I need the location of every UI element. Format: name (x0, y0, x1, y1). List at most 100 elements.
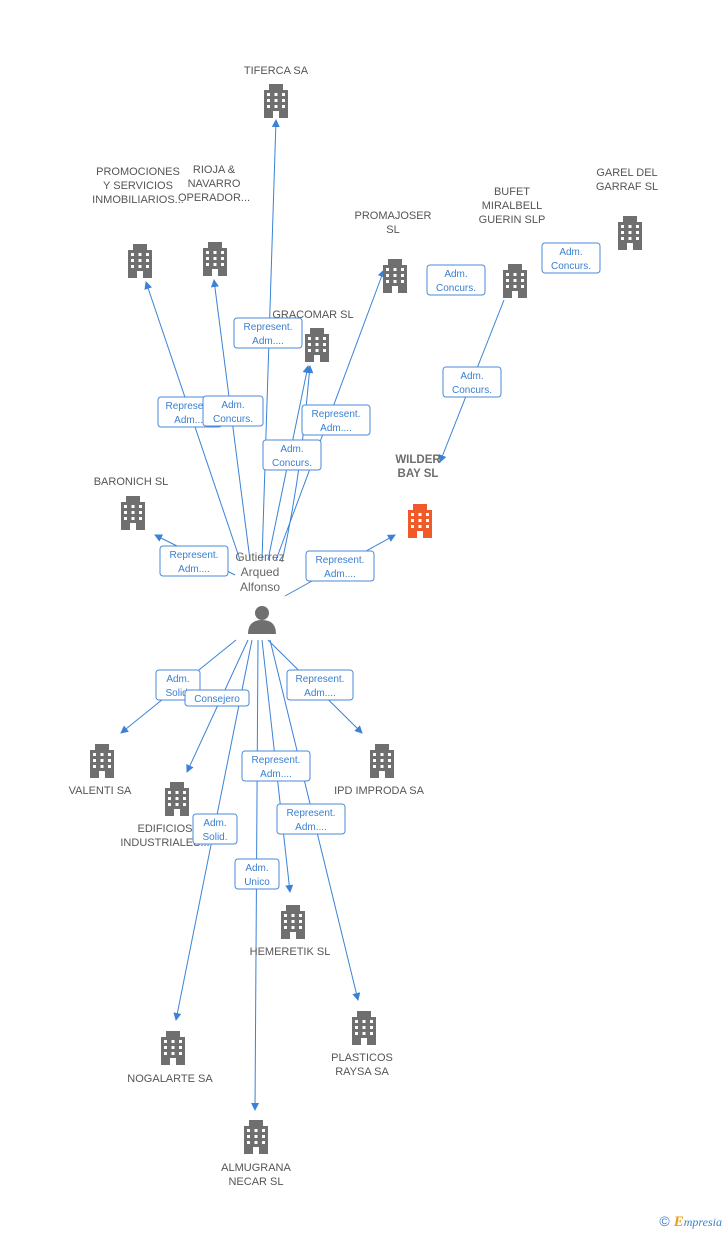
edge-label-e-almugrana[interactable]: Adm.Unico (234, 858, 280, 890)
edge-label-box (286, 669, 354, 701)
edge-label-box (426, 264, 486, 296)
company-label: SL (386, 224, 399, 236)
edge-label-text: Represent. (252, 755, 301, 766)
edge-label-e-hemeretik-a[interactable]: Represent. Adm.... (241, 750, 311, 782)
edge-label-e-plasticos[interactable]: Represent. Adm.... (276, 803, 346, 835)
company-label: WILDER (395, 454, 441, 466)
edge-label-text: Adm. (559, 247, 582, 258)
company-label: VALENTI SA (69, 785, 132, 797)
company-label: OPERADOR... (178, 192, 250, 204)
company-label: MIRALBELL (482, 200, 543, 212)
person-label: Arqued (241, 565, 280, 579)
edge-label-e-bufet-1[interactable]: Adm. Concurs. (426, 264, 486, 296)
edge-labels-layer: Represent. Adm.... Represent. Adm.... Adm. Co… (155, 242, 601, 890)
company-node-ipd[interactable]: IPD IMPRODA SA (334, 744, 425, 797)
edge-label-text: Represent. (170, 550, 219, 561)
edge-label-text: Represent. (316, 555, 365, 566)
company-node-bufet[interactable]: BUFET MIRALBELL GUERIN SLP (479, 186, 546, 298)
edge-label-text: Concurs. (551, 261, 591, 272)
edge-label-text: Solid. (202, 832, 227, 843)
building-icon (264, 84, 288, 118)
company-node-promajoser[interactable]: PROMAJOSER SL (354, 210, 432, 293)
building-icon (618, 216, 642, 250)
building-icon (161, 1031, 185, 1065)
company-label: ALMUGRANA (221, 1162, 291, 1174)
building-icon (408, 504, 432, 538)
edge-label-box (234, 858, 280, 890)
edge-label-text: Adm.... (320, 423, 352, 434)
edge-label-e-edificios-consejero[interactable]: Consejero (184, 689, 250, 707)
brand-footer[interactable]: ©Empresia (659, 1213, 722, 1231)
edge-label-e-baronich[interactable]: Represent. Adm.... (159, 545, 229, 577)
edge-label-text: Adm.... (260, 769, 292, 780)
edge-label-text: Adm. (280, 444, 303, 455)
edge-label-e-nogalarte[interactable]: Adm. Solid. (192, 813, 238, 845)
edge-label-e-ipd[interactable]: Represent.Adm.... (286, 669, 354, 701)
company-label: NOGALARTE SA (127, 1073, 213, 1085)
building-icon (121, 496, 145, 530)
company-node-rioja[interactable]: RIOJA &NAVARROOPERADOR... (178, 164, 250, 276)
edge-label-box (184, 689, 250, 707)
copyright-symbol: © (659, 1213, 670, 1229)
edge-label-e-wilder[interactable]: Represent.Adm.... (305, 550, 375, 582)
person-icon-body (248, 620, 276, 634)
edge-label-e-gracomar-b[interactable]: Adm. Concurs. (262, 439, 322, 471)
edge-label-box (276, 803, 346, 835)
edge-label-box (241, 750, 311, 782)
building-icon (244, 1120, 268, 1154)
edge-label-text: Represent. (287, 808, 336, 819)
edge-label-text: Adm. (221, 400, 244, 411)
edge-label-e-rioja[interactable]: Adm.Concurs. (202, 395, 264, 427)
edge-label-box (202, 395, 264, 427)
company-label: BAY SL (398, 468, 439, 480)
edge-label-text: Adm. (203, 818, 226, 829)
person-label: Alfonso (240, 580, 280, 594)
company-node-baronich[interactable]: BARONICH SL (94, 476, 169, 530)
company-label: NECAR SL (228, 1176, 283, 1188)
company-label: INMOBILIARIOS... (92, 194, 184, 206)
company-node-almugrana[interactable]: ALMUGRANA NECAR SL (221, 1120, 291, 1188)
company-node-wilder[interactable]: WILDER BAY SL (395, 454, 441, 538)
company-label: BUFET (494, 186, 530, 198)
company-node-tiferca[interactable]: TIFERCA SA (244, 65, 309, 118)
company-node-valenti[interactable]: VALENTI SA (69, 744, 132, 797)
person-label: Gutierrez (235, 550, 284, 564)
company-label: IPD IMPRODA SA (334, 785, 425, 797)
edge-label-box (159, 545, 229, 577)
edge-label-e-bufet-2[interactable]: Adm. Concurs. (541, 242, 601, 274)
edge-label-e-bufet-wilder[interactable]: Adm.Concurs. (442, 366, 502, 398)
company-node-nogalarte[interactable]: NOGALARTE SA (127, 1031, 213, 1085)
edge-label-text: Adm. (166, 674, 189, 685)
brand-initial: E (673, 1214, 684, 1230)
edge-label-text: Adm.... (295, 822, 327, 833)
building-icon (352, 1011, 376, 1045)
company-label: GUERIN SLP (479, 214, 546, 226)
company-label: EDIFICIOS (137, 823, 192, 835)
brand-name: mpresia (683, 1215, 722, 1229)
company-label: GAREL DEL (596, 167, 657, 179)
building-icon (90, 744, 114, 778)
edge-label-text: Concurs. (272, 458, 312, 469)
edge-label-text: Adm.... (252, 336, 284, 347)
company-label: PROMAJOSER (354, 210, 431, 222)
company-node-hemeretik[interactable]: HEMERETIK SL (250, 905, 331, 958)
edge-label-text: Adm. (444, 269, 467, 280)
edge-label-e-tiferca[interactable]: Represent.Adm.... (233, 317, 303, 349)
edge-label-text: Adm. (460, 371, 483, 382)
edge-label-text: Adm. (245, 863, 268, 874)
edge-label-text: Represent. (296, 674, 345, 685)
building-icon (305, 328, 329, 362)
company-node-edificios[interactable]: EDIFICIOSINDUSTRIALES... (120, 782, 210, 849)
edge-label-box (305, 550, 375, 582)
edge-label-text: Concurs. (436, 283, 476, 294)
edge-label-box (262, 439, 322, 471)
edge-label-e-gracomar-a[interactable]: Represent.Adm.... (301, 404, 371, 436)
edge-label-box (541, 242, 601, 274)
edge-label-text: Adm.... (178, 564, 210, 575)
edge-label-text: Solid. (165, 688, 190, 699)
